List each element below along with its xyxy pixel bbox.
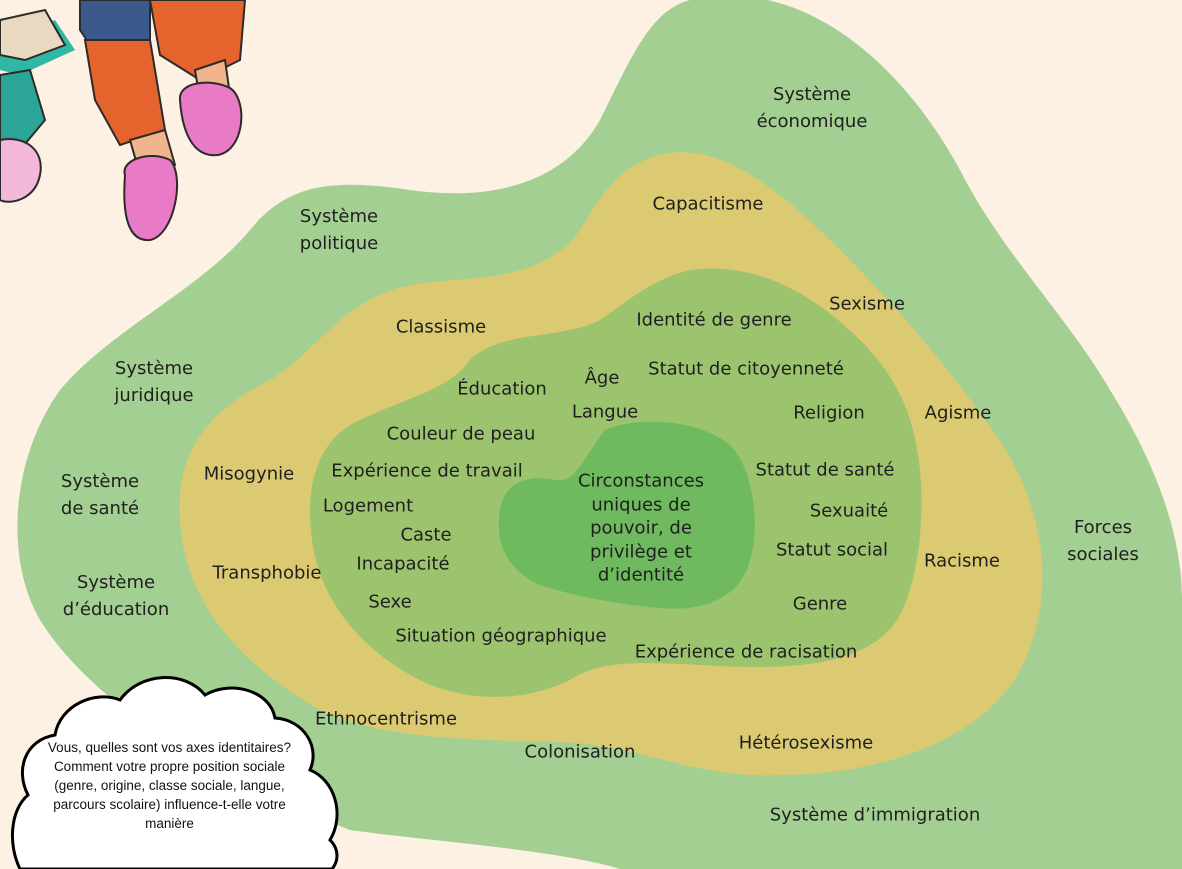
label-incapacite: Incapacité — [356, 553, 450, 575]
label-systeme-immigration: Système d’immigration — [769, 804, 981, 826]
label-systeme-politique: Système politique — [299, 206, 379, 254]
label-ethnocentrisme: Ethnocentrisme — [314, 708, 458, 730]
label-logement: Logement — [322, 495, 414, 517]
label-forces-sociales: Forces sociales — [1067, 517, 1139, 565]
label-statut-citoyennete: Statut de citoyenneté — [648, 358, 844, 380]
label-statut-sante: Statut de santé — [755, 459, 895, 481]
label-identite-genre: Identité de genre — [636, 309, 792, 331]
label-statut-social: Statut social — [775, 539, 889, 561]
label-experience-travail: Expérience de travail — [331, 460, 523, 482]
label-age: Âge — [584, 367, 620, 389]
label-sexisme: Sexisme — [829, 293, 905, 315]
cloud-question-text: Vous, quelles sont vos axes identitaires… — [47, 740, 292, 831]
core-label: Circonstances uniques de pouvoir, de pri… — [577, 470, 705, 586]
label-transphobie: Transphobie — [212, 562, 322, 584]
label-couleur-peau: Couleur de peau — [386, 423, 536, 445]
label-classisme: Classisme — [395, 316, 487, 338]
label-langue: Langue — [571, 401, 639, 423]
label-caste: Caste — [400, 524, 452, 546]
label-heterosexisme: Hétérosexisme — [738, 732, 874, 754]
label-experience-racisation: Expérience de racisation — [634, 641, 858, 663]
core-shape — [498, 421, 755, 609]
label-sexuaite: Sexuaité — [809, 500, 889, 522]
label-systeme-economique: Système économique — [756, 84, 868, 132]
label-systeme-sante: Système de santé — [60, 471, 140, 519]
label-sexe: Sexe — [368, 591, 412, 613]
label-misogynie: Misogynie — [203, 463, 295, 485]
label-agisme: Agisme — [924, 402, 992, 424]
thought-cloud-shape — [10, 676, 339, 869]
children-illustration — [0, 0, 247, 242]
label-systeme-education: Système d’éducation — [62, 572, 170, 620]
label-racisme: Racisme — [923, 550, 1001, 572]
label-education: Éducation — [457, 378, 547, 400]
label-religion: Religion — [793, 402, 865, 424]
label-capacitisme: Capacitisme — [652, 193, 764, 215]
label-genre: Genre — [792, 593, 848, 615]
label-situation-geographique: Situation géographique — [395, 625, 607, 647]
label-colonisation: Colonisation — [524, 741, 636, 763]
label-systeme-juridique: Système juridique — [114, 358, 194, 406]
